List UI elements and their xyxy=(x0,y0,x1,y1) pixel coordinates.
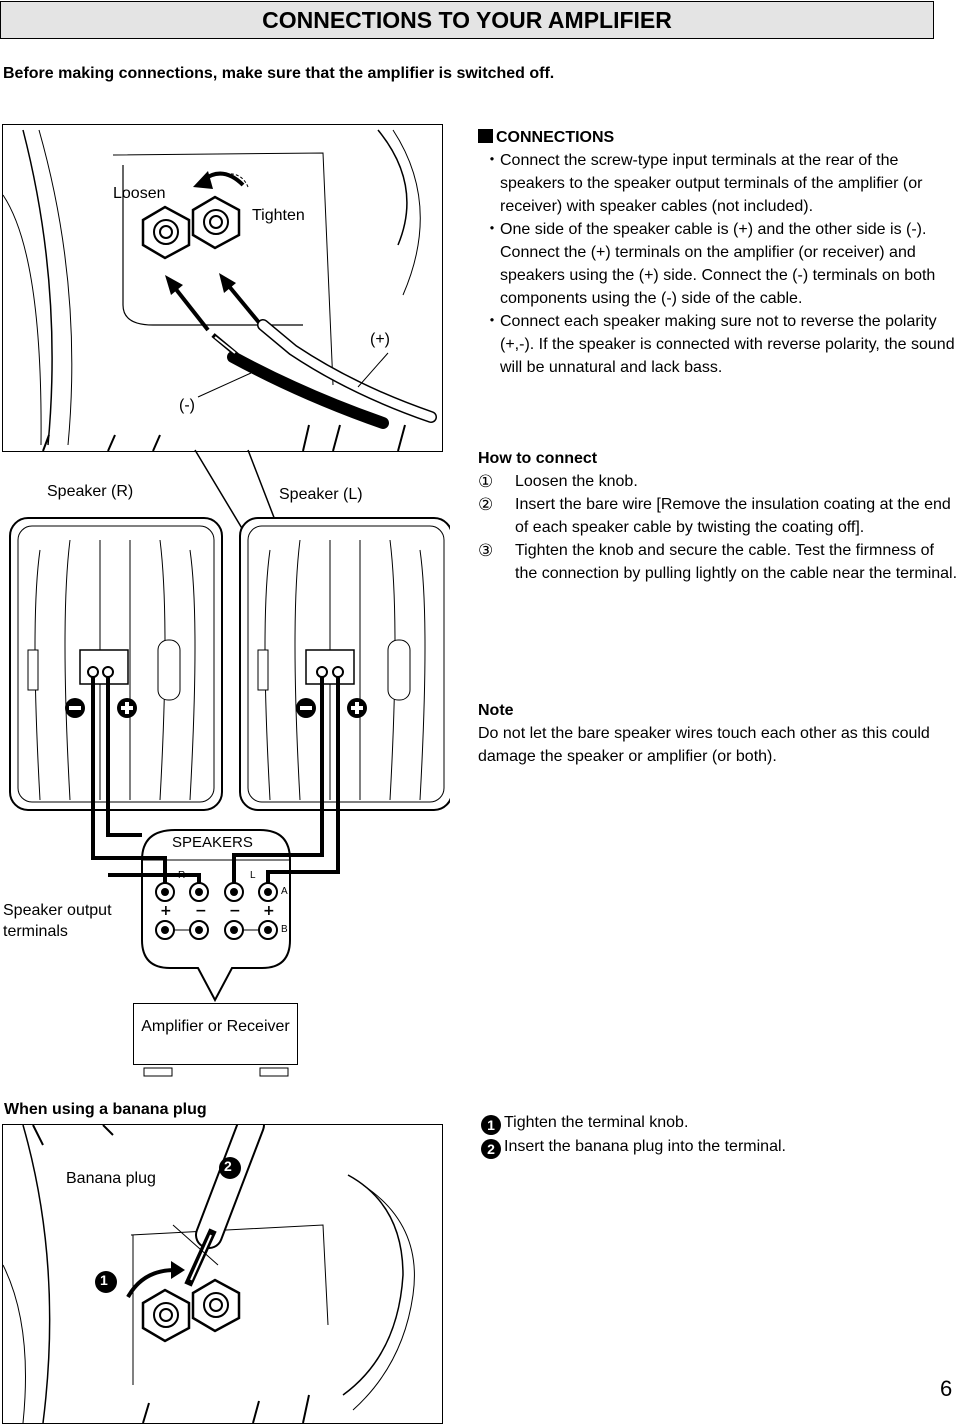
speakers-box-label: SPEAKERS xyxy=(172,834,253,851)
number-2-icon: 2 xyxy=(481,1139,501,1159)
wiring-diagram: + − − + xyxy=(9,449,450,1077)
svg-text:+: + xyxy=(263,903,275,919)
loosen-label: Loosen xyxy=(113,185,166,202)
connections-bullet: ・One side of the speaker cable is (+) an… xyxy=(478,218,967,310)
terminal-closeup-illustration xyxy=(2,129,437,452)
speaker-l-label: Speaker (L) xyxy=(279,486,363,503)
banana-plug-panel: Banana plug 1 2 xyxy=(2,1111,443,1424)
row-b-label: B xyxy=(281,924,288,935)
tighten-label: Tighten xyxy=(252,207,305,224)
page-number: 6 xyxy=(940,1376,953,1401)
banana-heading: When using a banana plug xyxy=(4,1101,207,1118)
connections-bullet: ・Connect each speaker making sure not to… xyxy=(478,310,967,379)
how-to-heading: How to connect xyxy=(478,450,598,467)
banana-plug-label: Banana plug xyxy=(66,1170,156,1187)
connections-heading: CONNECTIONS xyxy=(478,126,967,149)
bullet-dot-icon: ・ xyxy=(484,313,501,330)
number-1-icon: 1 xyxy=(481,1115,501,1135)
svg-text:−: − xyxy=(195,903,207,919)
note-text: Do not let the bare speaker wires touch … xyxy=(478,725,930,765)
square-bullet-icon xyxy=(478,129,493,143)
note-section: Note Do not let the bare speaker wires t… xyxy=(478,699,938,768)
channel-l-label: L xyxy=(250,870,256,881)
banana-plug-illustration xyxy=(2,1111,415,1424)
output-terminals-label: Speaker output terminals xyxy=(3,902,112,940)
output-terminals: + − − + xyxy=(155,882,278,940)
terminal-post-right xyxy=(191,195,241,250)
minus-cable-label: (-) xyxy=(179,397,195,414)
connections-section: CONNECTIONS ・Connect the screw-type inpu… xyxy=(478,126,967,379)
speaker-r-label: Speaker (R) xyxy=(47,483,134,500)
bullet-dot-icon: ・ xyxy=(484,152,501,169)
row-a-label: A xyxy=(281,886,288,897)
page-title: CONNECTIONS TO YOUR AMPLIFIER xyxy=(0,1,934,39)
speaker-r-cabinet xyxy=(9,517,223,811)
terminal-post-left xyxy=(141,205,191,260)
speaker-l-cabinet xyxy=(239,517,450,811)
marker-1: 1 xyxy=(100,1272,108,1288)
marker-2: 2 xyxy=(224,1158,232,1174)
intro-warning: Before making connections, make sure tha… xyxy=(3,65,555,82)
svg-text:+: + xyxy=(160,903,172,919)
note-heading: Note xyxy=(478,702,514,719)
amplifier-box: Amplifier or Receiver xyxy=(133,1003,298,1065)
bullet-dot-icon: ・ xyxy=(484,221,501,238)
terminal-closeup-panel: Loosen Tighten (+) (-) xyxy=(2,124,443,452)
connections-bullet: ・Connect the screw-type input terminals … xyxy=(478,149,967,218)
plus-cable-label: (+) xyxy=(370,331,390,348)
svg-text:−: − xyxy=(229,903,241,919)
channel-r-label: R xyxy=(178,870,186,881)
